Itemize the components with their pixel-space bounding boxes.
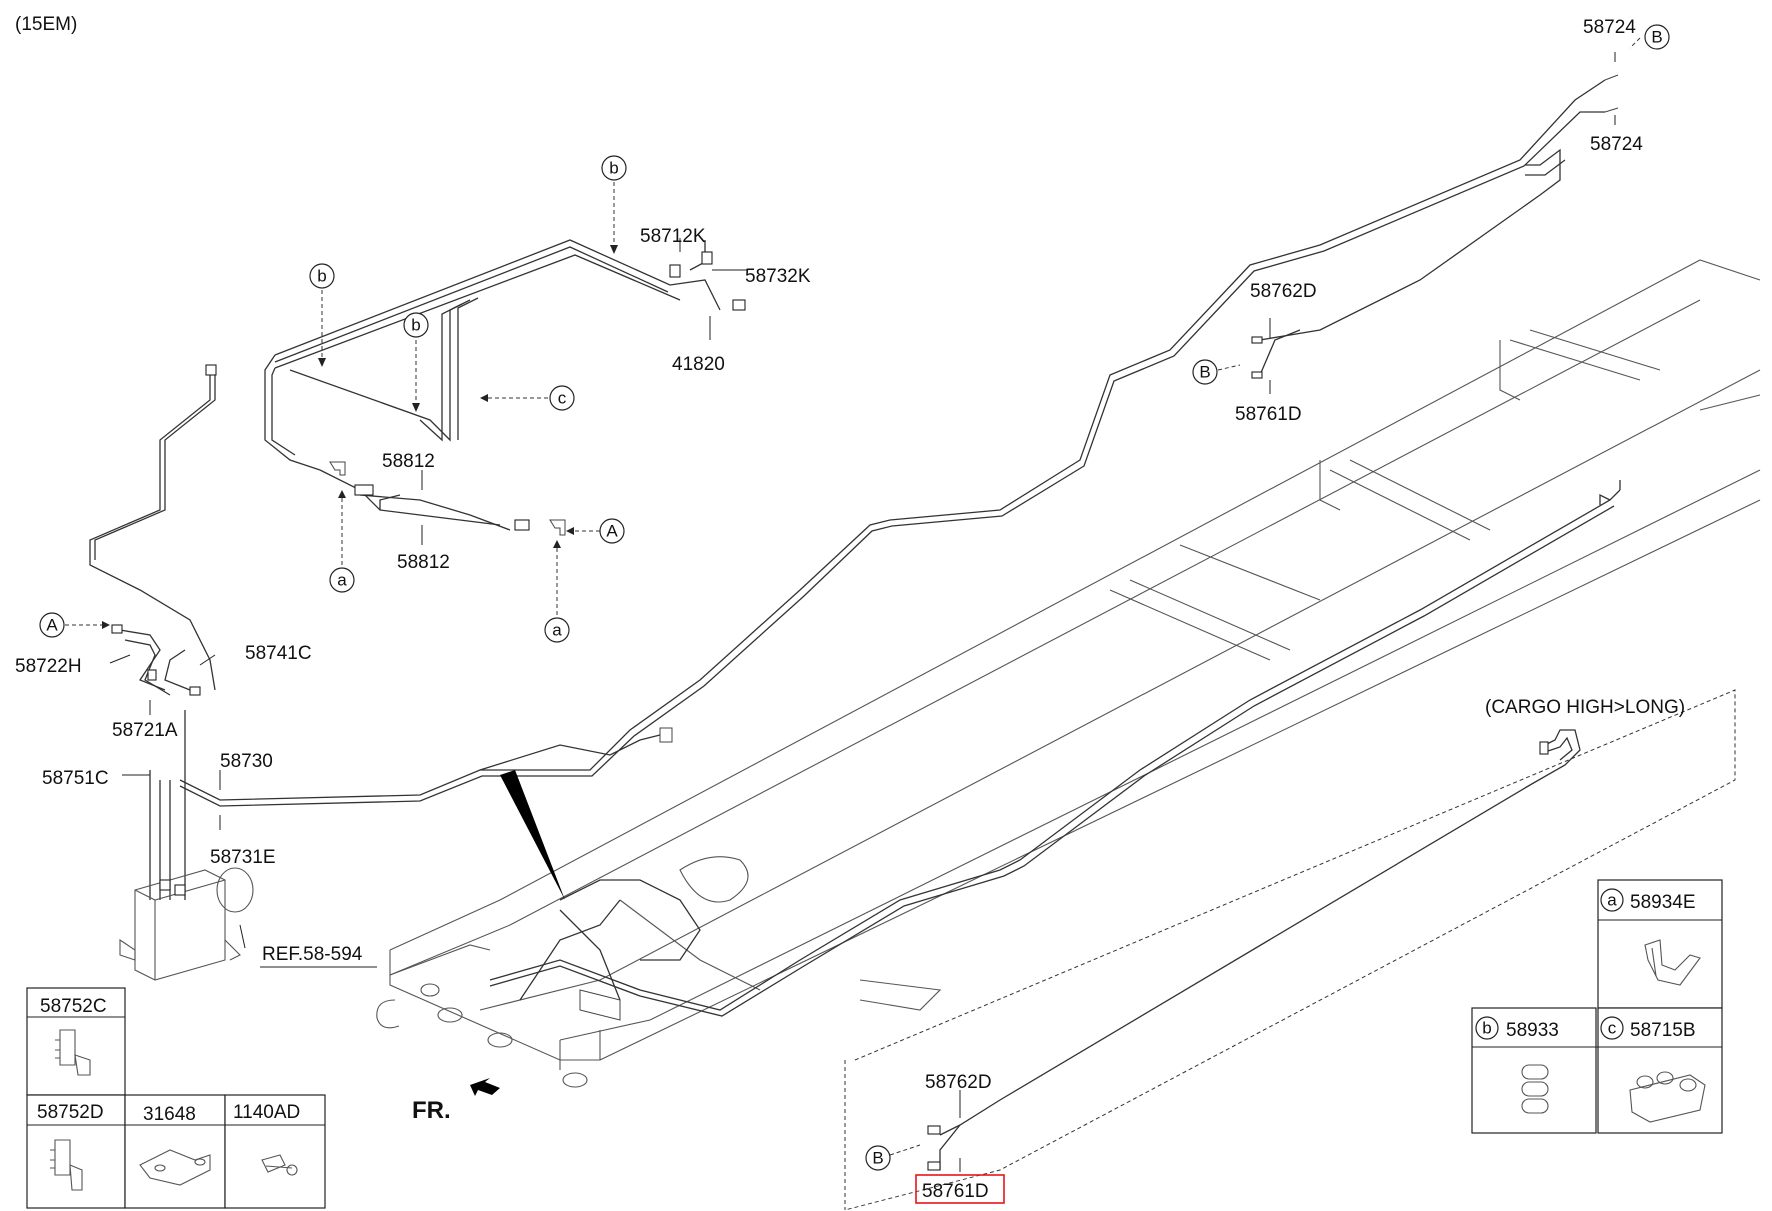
legend-left: 58752C 58752D 31648 1140AD: [26, 987, 326, 1209]
svg-text:a: a: [337, 571, 347, 590]
part-label-58731E: 58731E: [210, 847, 276, 868]
legend-a-part: 58934E: [1630, 892, 1696, 913]
part-label-58724-bottom: 58724: [1590, 134, 1643, 155]
part-label-58761D-upper: 58761D: [1235, 404, 1302, 425]
callout-B-top-right: B: [1644, 24, 1670, 50]
svg-text:a: a: [552, 621, 562, 640]
part-label-58751C: 58751C: [42, 768, 109, 789]
legend-1140AD: 1140AD: [233, 1102, 300, 1123]
svg-text:A: A: [606, 522, 618, 541]
callout-b-left: b: [309, 263, 335, 289]
legend-58752C: 58752C: [40, 996, 107, 1017]
svg-text:c: c: [558, 389, 567, 408]
svg-text:B: B: [872, 1149, 883, 1168]
part-label-58721A: 58721A: [112, 720, 178, 741]
pipe-clip-icon: [1521, 1064, 1549, 1114]
callout-A-abs: A: [39, 612, 65, 638]
callout-A-hose: A: [599, 518, 625, 544]
abs-hydraulic-unit: [119, 867, 254, 981]
grommet-clip-icon: [1629, 1071, 1706, 1123]
part-number-labels: (15EM) 58724 58724 58712K 58732K 41820 5…: [15, 14, 1685, 1204]
bracket-icon: [55, 1029, 91, 1076]
callout-b-top: b: [601, 155, 627, 181]
part-label-58761D-lower: 58761D: [922, 1181, 989, 1202]
svg-text:B: B: [1199, 363, 1210, 382]
callout-arrows: [65, 37, 1641, 1156]
part-label-58732K: 58732K: [745, 266, 811, 287]
front-label: FR.: [412, 1097, 451, 1124]
svg-text:a: a: [1607, 891, 1617, 910]
part-label-58762D-lower: 58762D: [925, 1072, 992, 1093]
front-arrow-icon: [470, 1078, 500, 1096]
part-label-58712K: 58712K: [640, 226, 706, 247]
leader-lines: [109, 52, 1616, 1172]
front-direction-indicator: FR.: [412, 1078, 500, 1124]
bracket-icon-2: [50, 1139, 83, 1191]
svg-text:b: b: [1482, 1019, 1491, 1038]
svg-text:b: b: [609, 159, 618, 178]
bolt-icon: [261, 1154, 298, 1176]
legend-b-part: 58933: [1506, 1020, 1559, 1041]
callout-B-lower: B: [865, 1145, 891, 1171]
callout-circles: B b b b c A a a: [39, 24, 1670, 1171]
svg-text:c: c: [1608, 1019, 1617, 1038]
callout-B-upper: B: [1192, 359, 1218, 385]
part-label-58741C: 58741C: [245, 643, 312, 664]
svg-text:b: b: [411, 316, 420, 335]
svg-text:B: B: [1651, 28, 1662, 47]
ref-label: REF.58-594: [262, 944, 363, 965]
callout-a-right: a: [544, 617, 570, 643]
legend-31648: 31648: [143, 1104, 196, 1125]
part-label-58762D-upper: 58762D: [1250, 281, 1317, 302]
clip-icon: [1644, 939, 1701, 986]
part-label-58722H: 58722H: [15, 656, 82, 677]
part-label-58812-top: 58812: [382, 451, 435, 472]
legend-58752D: 58752D: [37, 1102, 104, 1123]
svg-text:A: A: [46, 616, 58, 635]
variant-note: (CARGO HIGH>LONG): [1485, 697, 1685, 718]
cargo-variant-pipe: [844, 689, 1736, 1211]
model-code: (15EM): [15, 14, 77, 35]
part-label-58724-top: 58724: [1583, 17, 1636, 38]
svg-text:b: b: [317, 267, 326, 286]
pointer-arrow: [500, 770, 565, 900]
part-label-58812-bottom: 58812: [397, 552, 450, 573]
part-label-41820: 41820: [672, 354, 725, 375]
chassis-frame: [376, 259, 1761, 1088]
legend-right: a 58934E b 58933 c 58715B: [1471, 879, 1723, 1134]
part-label-58730: 58730: [220, 751, 273, 772]
legend-c-part: 58715B: [1630, 1020, 1696, 1041]
brake-pipes: [89, 74, 1621, 1021]
mounting-bracket-icon: [139, 1149, 211, 1186]
highlight-box-58761D: [915, 1174, 1005, 1204]
callout-b-mid: b: [403, 312, 429, 338]
callout-c: c: [549, 385, 575, 411]
callout-a-left: a: [329, 567, 355, 593]
